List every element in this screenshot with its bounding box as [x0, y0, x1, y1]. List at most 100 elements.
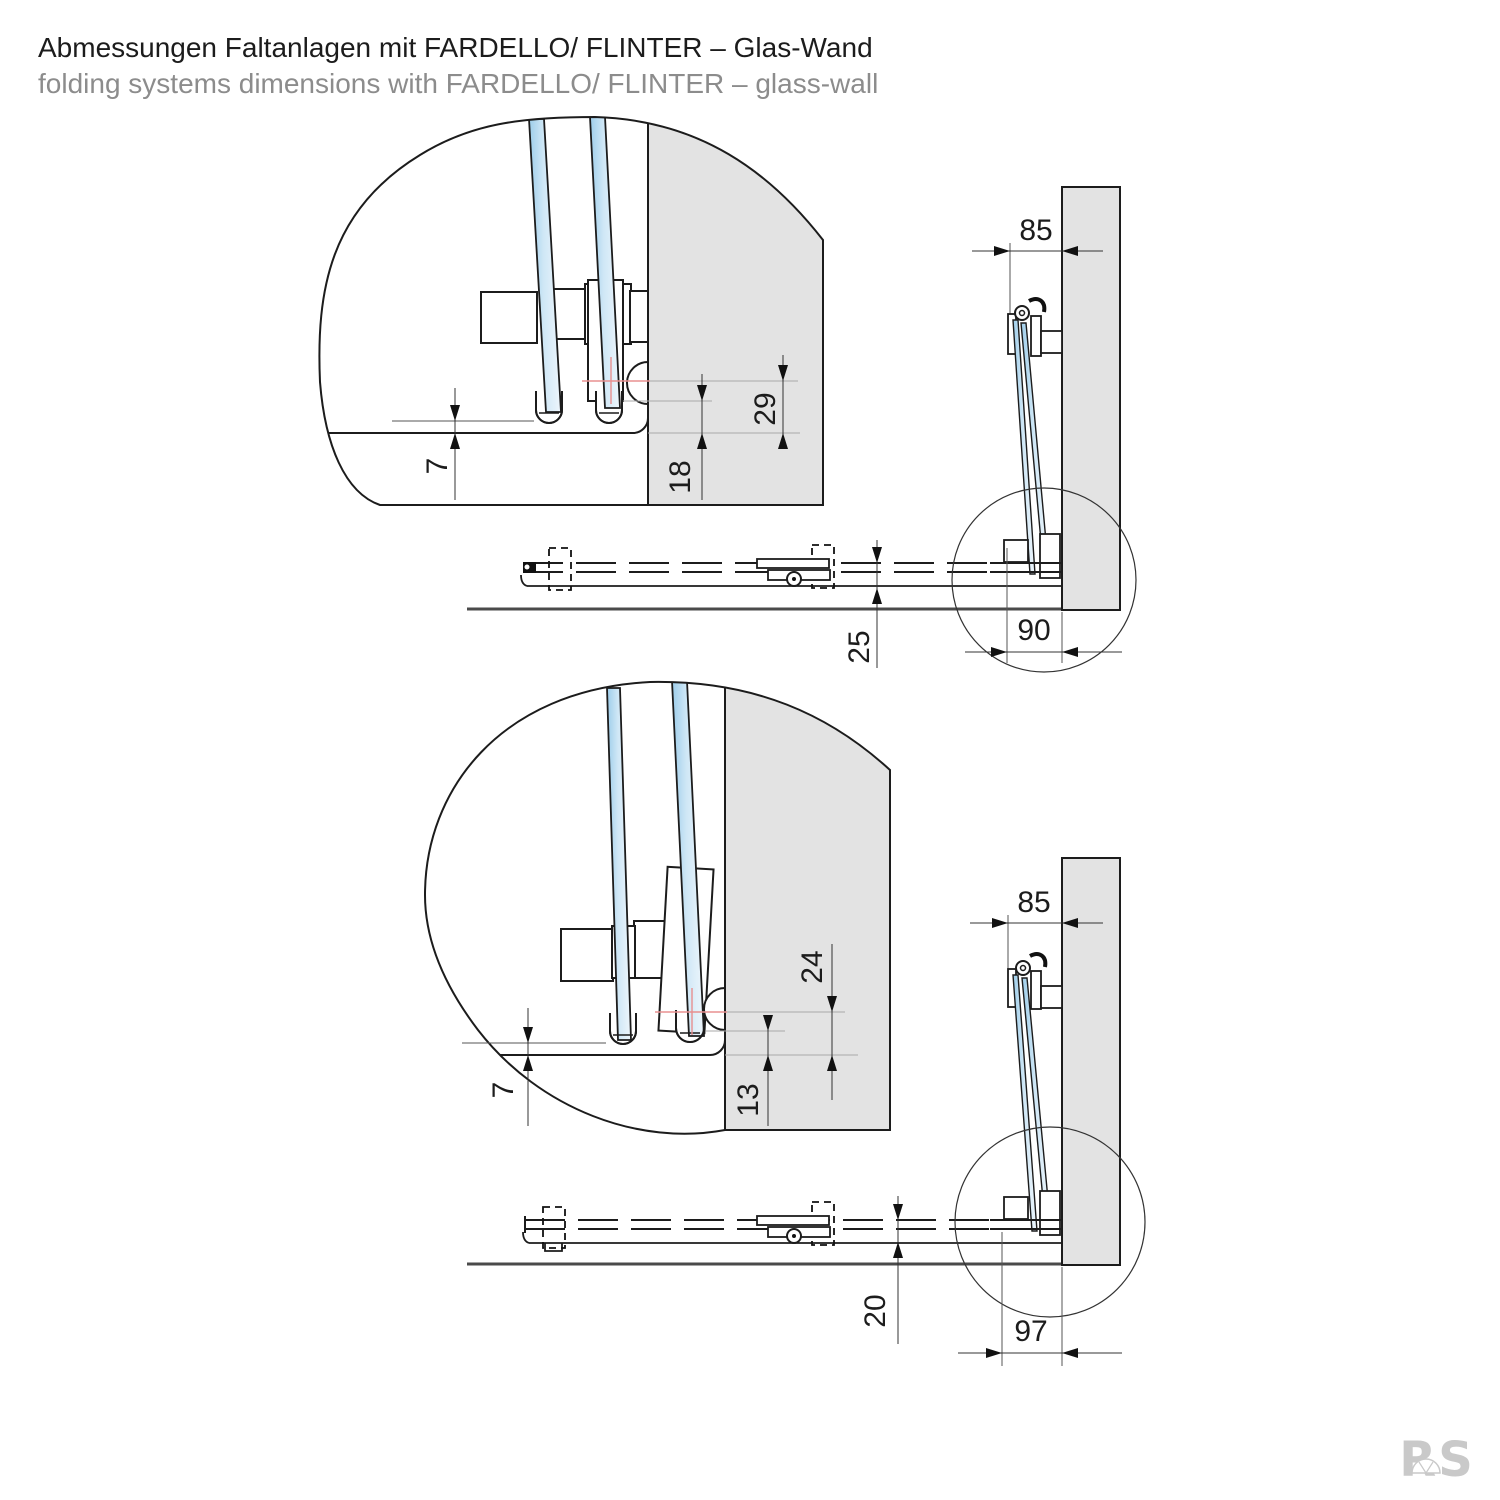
glass-shoe-outline [675, 1010, 705, 1043]
dim-arrow [872, 588, 882, 604]
dim-arrow [778, 365, 788, 381]
dim-label: 20 [859, 1294, 892, 1327]
hinge-hook [1029, 952, 1048, 968]
pivot-housing [626, 360, 649, 406]
drawing-title-block: Abmessungen Faltanlagen mit FARDELLO/ FL… [38, 30, 878, 102]
floor-wall-fillet [632, 417, 649, 434]
logo-fan-rib [1418, 1461, 1427, 1474]
dim-pivot-floor-top: 29 [749, 355, 788, 449]
dim-arrow [1062, 246, 1078, 256]
roller-wheel-axle [792, 577, 796, 581]
rail-end-curl [520, 574, 528, 587]
dim-arrow [450, 433, 460, 449]
pivot-pin-center [1018, 309, 1026, 317]
glass-panel [671, 681, 705, 1037]
rail-end-curl [522, 1231, 530, 1244]
bottom-wall-block [1039, 533, 1061, 579]
folded-glass-leaf [1012, 974, 1038, 1232]
dim-arrow [872, 547, 882, 563]
detail-reference-circle [954, 1126, 1146, 1318]
dim-stack-depth-top: 90 [965, 548, 1122, 663]
dim-label: 97 [1014, 1315, 1047, 1348]
logo-fan-rib [1425, 1461, 1434, 1474]
roller-wheel-axle [792, 1234, 796, 1238]
title-english: folding systems dimensions with FARDELLO… [38, 68, 879, 99]
title-german: Abmessungen Faltanlagen mit FARDELLO/ FL… [38, 32, 873, 63]
bottom-guide-block [1003, 1196, 1029, 1220]
dim-rail-height-bottom: 20 [859, 1196, 903, 1344]
pivot-pin-center [1019, 964, 1027, 972]
dim-arrow [523, 1055, 533, 1071]
dim-stack-depth-bottom: 97 [958, 1232, 1122, 1366]
hinge-hook [1028, 297, 1047, 313]
dim-arrow [763, 1015, 773, 1031]
wall-mount-block [1040, 330, 1063, 354]
logo-text: RS [1399, 1432, 1475, 1488]
dim-arrow [697, 385, 707, 401]
dim-arrow [893, 1204, 903, 1220]
dim-arrow [450, 405, 460, 421]
dim-label: 7 [421, 458, 454, 475]
rail-end-stop [523, 562, 536, 573]
glass-panel [606, 687, 632, 1041]
dim-arrow [827, 1055, 837, 1071]
wall-mount-block [1040, 985, 1063, 1009]
glass-panel [528, 118, 562, 413]
dim-rail-height-top: 25 [843, 540, 882, 668]
glass-shoe-outline [609, 1013, 637, 1045]
bottom-guide-block [1003, 539, 1029, 563]
fitting-block [560, 928, 614, 982]
wall [1061, 186, 1121, 611]
detail-boundary [318, 115, 824, 506]
dim-label: 24 [796, 950, 829, 983]
detail-view-top: 7 29 18 [318, 115, 824, 506]
dim-arrow [994, 246, 1010, 256]
dim-arrow [992, 918, 1008, 928]
dim-glass-floor-bottom: 13 [732, 1015, 773, 1126]
wall [1061, 857, 1121, 1266]
dim-arrow [763, 1055, 773, 1071]
glass-panel [589, 117, 621, 409]
bottom-rail-top [520, 544, 1061, 591]
bottom-rail-bottom [522, 1201, 1061, 1252]
rail-end-stop-hole [524, 564, 530, 570]
dim-arrow [778, 433, 788, 449]
dim-arrow [1062, 918, 1078, 928]
glass-shoe-outline [535, 391, 563, 424]
side-view-top: 85 [467, 186, 1137, 673]
dim-label: 85 [1017, 886, 1050, 919]
hidden-fitting-outline [542, 1206, 566, 1249]
company-logo: RS [1399, 1432, 1475, 1488]
dim-arrow [523, 1027, 533, 1043]
dim-wall-offset-bottom: 85 [970, 886, 1103, 972]
side-view-bottom: 85 [467, 857, 1146, 1366]
dim-wall-offset-top: 85 [972, 214, 1103, 318]
wall-section-fill [725, 681, 890, 1130]
wall-section-fill [648, 117, 823, 505]
fitting-block [480, 291, 538, 344]
dim-arrow [697, 433, 707, 449]
dim-glass-floor-top: 18 [664, 374, 707, 500]
guide-shoe [544, 1243, 563, 1252]
detail-reference-circle [951, 487, 1137, 673]
roller-carriage [756, 1215, 830, 1226]
dim-label: 90 [1017, 614, 1050, 647]
bottom-wall-block [1039, 1190, 1061, 1236]
hinge-bracket [1030, 970, 1042, 1010]
dim-arrow [991, 647, 1007, 657]
hinge-bracket [1030, 315, 1042, 357]
hidden-fitting-outline [548, 547, 572, 591]
fitting-block [629, 290, 649, 343]
dim-label: 7 [487, 1082, 520, 1099]
glass-shoe-outline [595, 391, 623, 424]
dim-glass-lip-bottom: 7 [462, 1008, 606, 1126]
dim-label: 85 [1019, 214, 1052, 247]
dim-arrow [1062, 647, 1078, 657]
dim-arrow [986, 1348, 1002, 1358]
top-hinge [1007, 952, 1063, 1010]
detail-view-bottom: 7 24 13 [423, 680, 891, 1135]
dim-label: 25 [843, 630, 876, 663]
roller-carriage [756, 558, 830, 569]
